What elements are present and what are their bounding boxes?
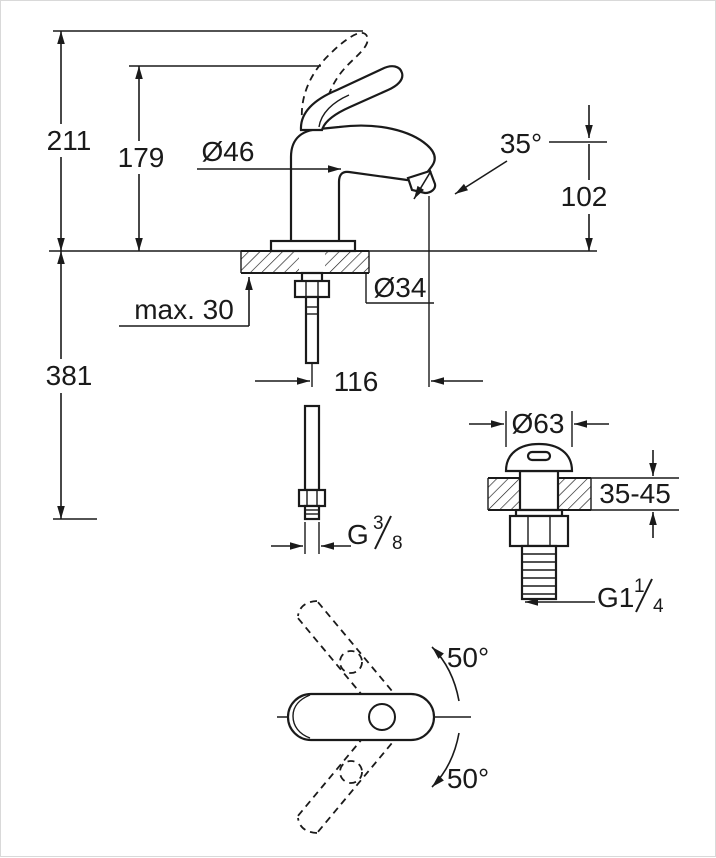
lever-pivot-hole bbox=[368, 703, 396, 731]
hose-nut bbox=[297, 488, 327, 508]
thread-waste-denominator: 4 bbox=[653, 596, 664, 617]
dim-waste-flange-diameter: Ø63 bbox=[512, 408, 565, 439]
waste-nut bbox=[508, 514, 570, 548]
swing-arc-up bbox=[431, 646, 460, 702]
hose bbox=[303, 404, 321, 492]
dim-handle-height: 179 bbox=[118, 142, 165, 173]
waste-deck-hatch-left bbox=[488, 478, 520, 510]
mounting-deck-section bbox=[240, 250, 370, 365]
dim-spout-reach: 116 bbox=[334, 366, 379, 397]
thread-supply-base: G bbox=[347, 519, 369, 550]
dim-hole-diameter: Ø34 bbox=[374, 272, 427, 303]
thread-waste-numerator: 1 bbox=[634, 576, 645, 597]
waste-deck-hatch-right bbox=[558, 478, 591, 510]
mounting-nut bbox=[293, 279, 331, 299]
waste-cap-slot bbox=[526, 450, 552, 462]
hose-thread-stub bbox=[303, 504, 321, 521]
dim-waste-deck-range: 35-45 bbox=[599, 478, 671, 509]
dimension-annotations: 211 381 179 Ø46 35° 102 max. 30 Ø34 bbox=[43, 30, 679, 794]
thread-supply-denominator: 8 bbox=[392, 533, 403, 554]
waste-body bbox=[518, 469, 560, 512]
thread-waste-base: G1 bbox=[597, 582, 634, 613]
deck-hatch-right bbox=[325, 251, 369, 273]
dim-deck-thickness: max. 30 bbox=[134, 294, 234, 325]
lever-top-view bbox=[286, 692, 436, 742]
dim-swing-up: 50° bbox=[447, 642, 489, 673]
dim-overall-height: 211 bbox=[47, 125, 92, 156]
base-escutcheon bbox=[269, 239, 357, 253]
drain-fitting-section bbox=[487, 442, 592, 601]
deck-hatch-left bbox=[241, 251, 299, 273]
dim-hose-length: 381 bbox=[46, 360, 93, 391]
handle-raised-outline bbox=[300, 31, 369, 129]
dim-spout-height: 102 bbox=[561, 181, 608, 212]
waste-thread bbox=[520, 544, 558, 601]
faucet-lever-handle bbox=[299, 65, 404, 132]
supply-hose bbox=[297, 404, 327, 521]
handle-swing-knob-up bbox=[339, 650, 363, 674]
faucet-side-view bbox=[269, 31, 437, 253]
handle-inner-line bbox=[318, 94, 350, 128]
swing-arc-down bbox=[431, 732, 460, 788]
dim-spray-angle: 35° bbox=[500, 128, 542, 159]
dim-body-diameter: Ø46 bbox=[202, 136, 255, 167]
dim-swing-down: 50° bbox=[447, 763, 489, 794]
handle-swing-knob-down bbox=[339, 760, 363, 784]
thread-supply-numerator: 3 bbox=[373, 513, 384, 534]
handle-top-view bbox=[277, 600, 471, 834]
